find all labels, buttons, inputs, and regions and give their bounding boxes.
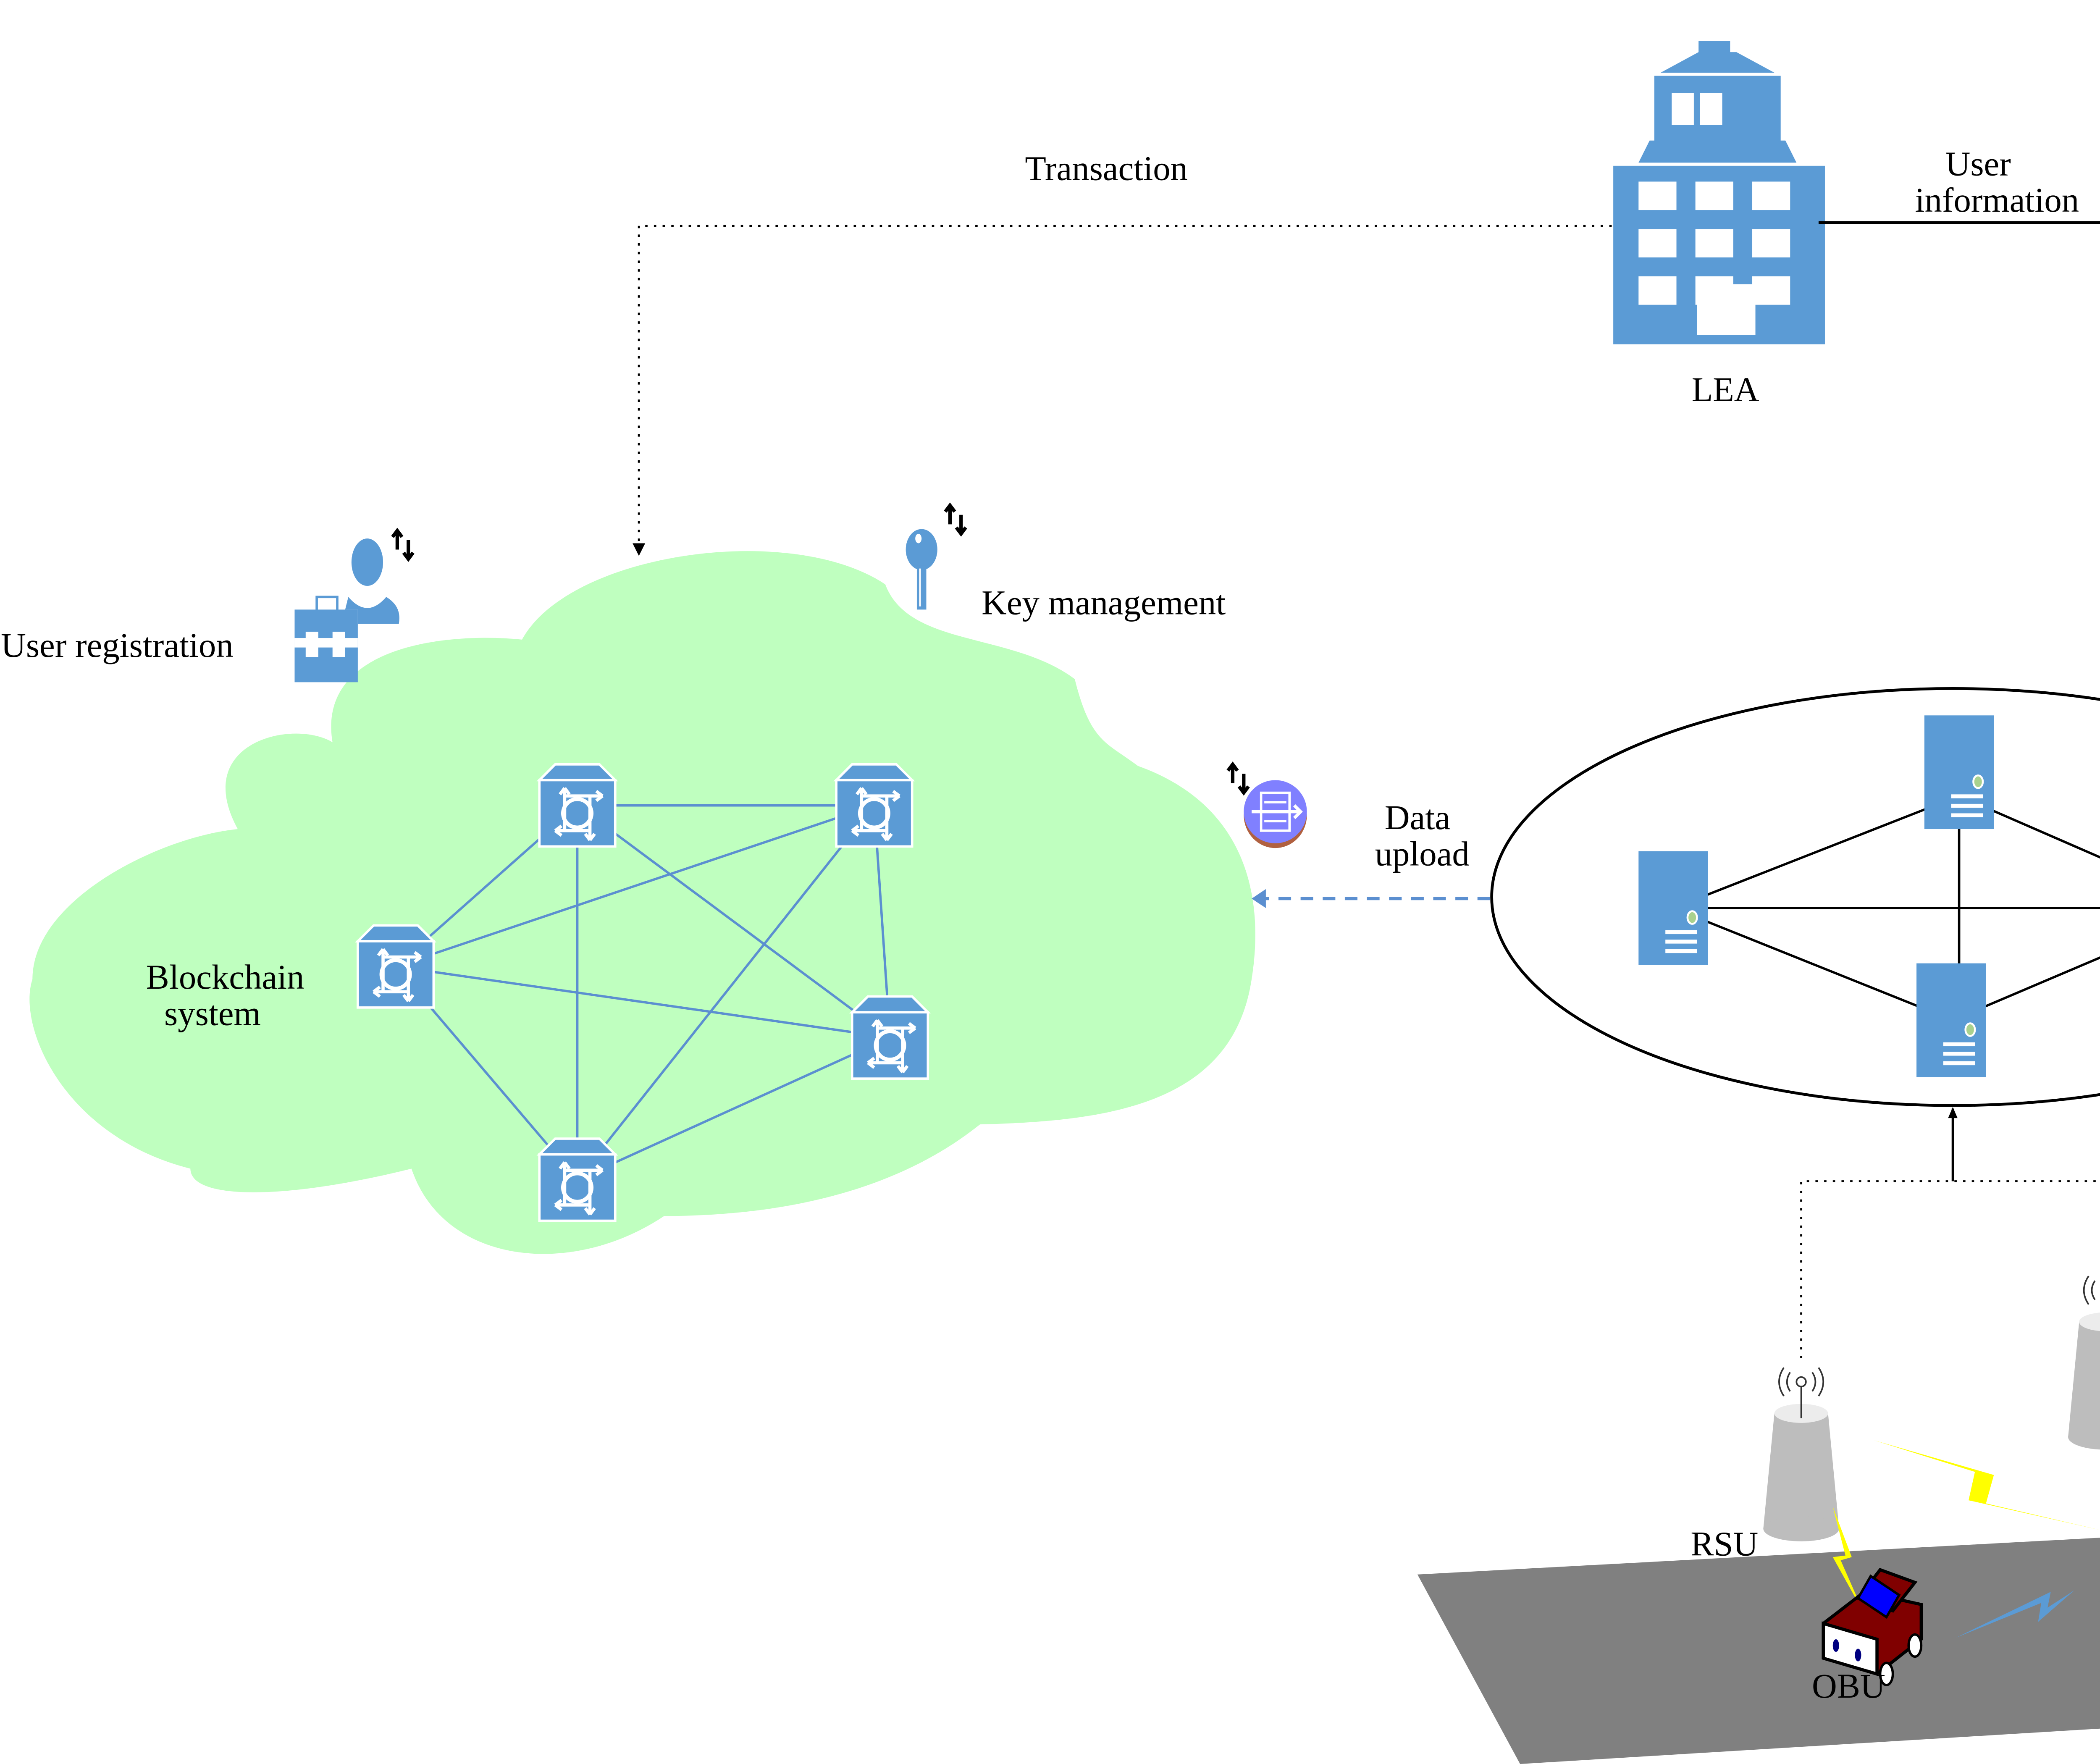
server-icon[interactable] bbox=[1916, 963, 1986, 1077]
data-upload-label-line2: upload bbox=[1375, 835, 1470, 873]
blockchain-label-line2: system bbox=[164, 994, 261, 1032]
transaction-arrowhead bbox=[633, 543, 646, 556]
user-information-label-line1: User bbox=[1945, 144, 2011, 183]
blockchain-node-icon[interactable] bbox=[539, 764, 615, 847]
blockchain-node-icon[interactable] bbox=[539, 1139, 615, 1221]
server-links bbox=[1672, 795, 2100, 1021]
user-information-label-line2: information bbox=[1915, 181, 2079, 219]
rsu-tower-icon[interactable] bbox=[2067, 1275, 2100, 1451]
rsu-tower-icon[interactable] bbox=[1762, 1367, 1840, 1542]
server-icon[interactable] bbox=[1924, 715, 1994, 829]
lightning-rsu-rsu bbox=[1874, 1440, 2100, 1530]
data-upload-label-line1: Data bbox=[1385, 798, 1450, 837]
lightning-rsu-obu-left bbox=[1832, 1507, 1864, 1614]
user-registration-label: User registration bbox=[1, 626, 234, 664]
lightning-obu-obu bbox=[1956, 1590, 2075, 1638]
user-registration-icon bbox=[294, 538, 399, 682]
blockchain-cloud bbox=[29, 551, 1255, 1254]
server-icon[interactable] bbox=[1638, 851, 1708, 965]
obu-left-label: OBU bbox=[1812, 1667, 1885, 1705]
blockchain-node-icon[interactable] bbox=[358, 925, 433, 1008]
key-management-label: Key management bbox=[982, 583, 1226, 622]
blockchain-node-icon[interactable] bbox=[852, 997, 928, 1079]
key-icon bbox=[906, 529, 937, 610]
transaction-connector bbox=[638, 225, 1612, 553]
rsu-left-label: RSU bbox=[1690, 1525, 1758, 1563]
blockchain-node-icon[interactable] bbox=[836, 764, 912, 847]
rsu-uplink-arrowhead bbox=[1948, 1107, 1958, 1118]
lea-door bbox=[1697, 284, 1756, 335]
blockchain-label-line1: Blockchain bbox=[146, 958, 304, 996]
lea-building-icon bbox=[1613, 41, 1825, 344]
data-upload-icon bbox=[1244, 780, 1307, 848]
transaction-label: Transaction bbox=[1025, 149, 1188, 188]
updown-arrows-icon bbox=[945, 505, 966, 534]
updown-arrows-icon bbox=[393, 530, 413, 559]
server-cluster-boundary bbox=[1490, 687, 2100, 1107]
data-upload-arrowhead bbox=[1252, 889, 1266, 908]
lea-label: LEA bbox=[1692, 370, 1759, 409]
road bbox=[1417, 1538, 2100, 1764]
updown-arrows-icon bbox=[1228, 764, 1249, 793]
rsu-dotted-connector bbox=[1800, 1180, 2100, 1358]
